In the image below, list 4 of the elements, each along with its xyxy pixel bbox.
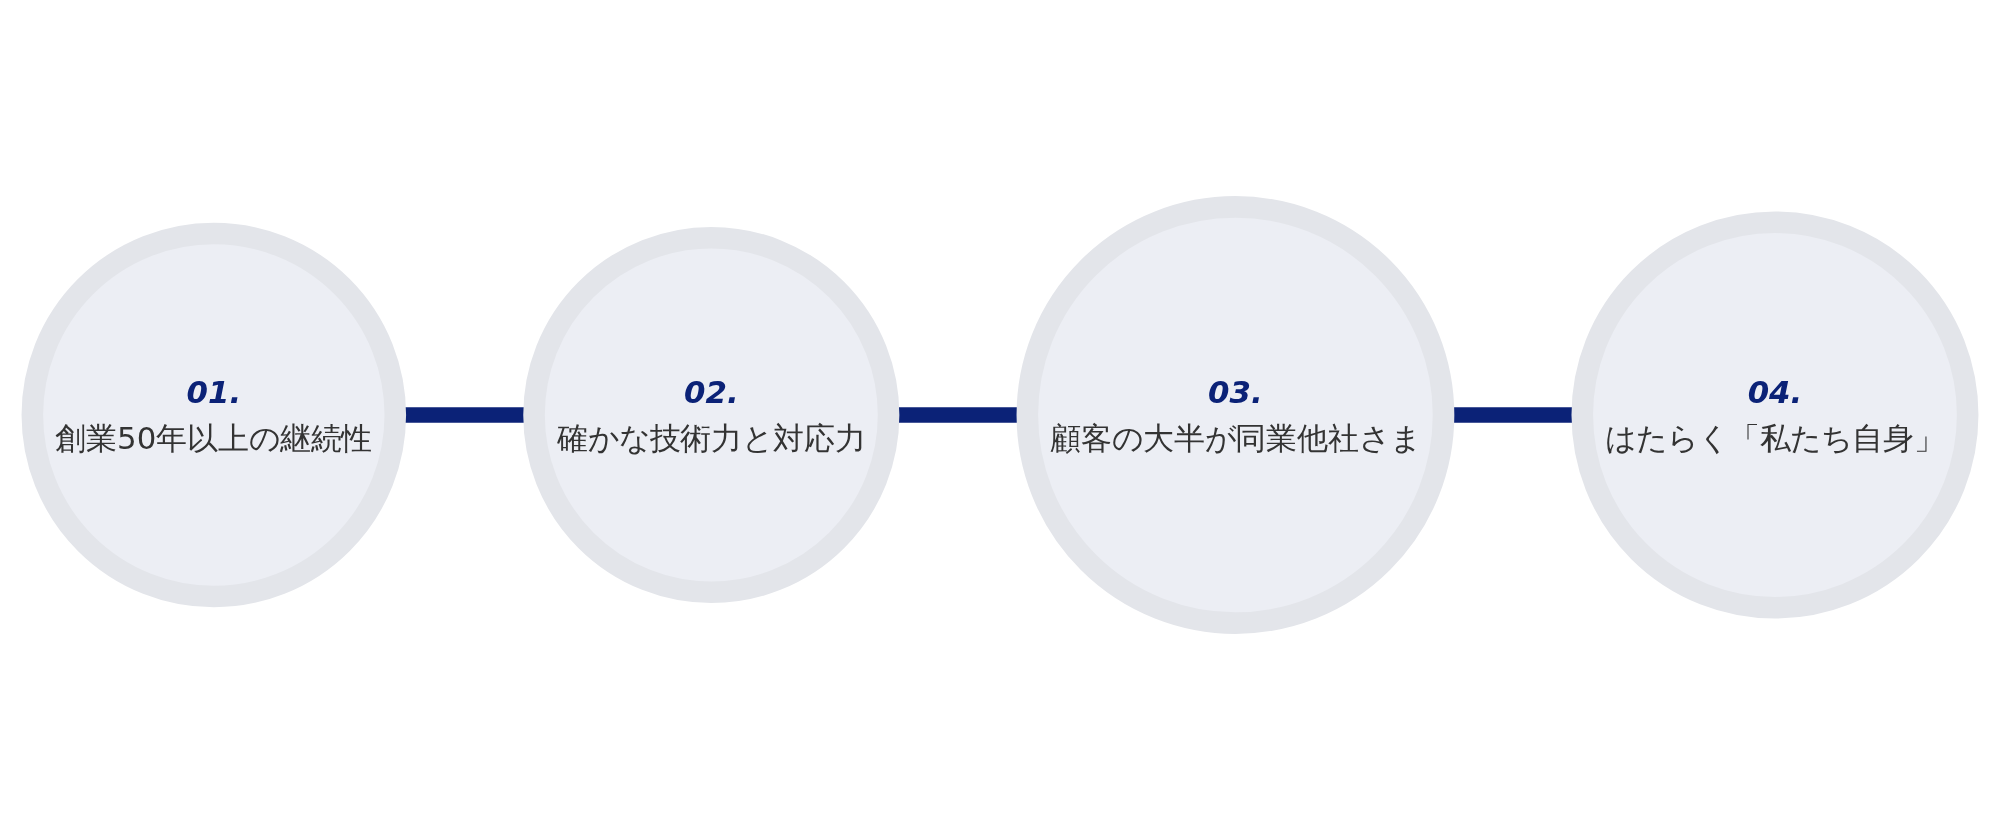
node-circle: 01. 創業50年以上の継続性	[21, 222, 407, 608]
node-circle: 03. 顧客の大半が同業他社さま	[1016, 196, 1455, 634]
node-circle: 04. はたらく「私たち自身」	[1571, 211, 1979, 619]
node-circle: 02. 確かな技術力と対応力	[523, 226, 900, 604]
